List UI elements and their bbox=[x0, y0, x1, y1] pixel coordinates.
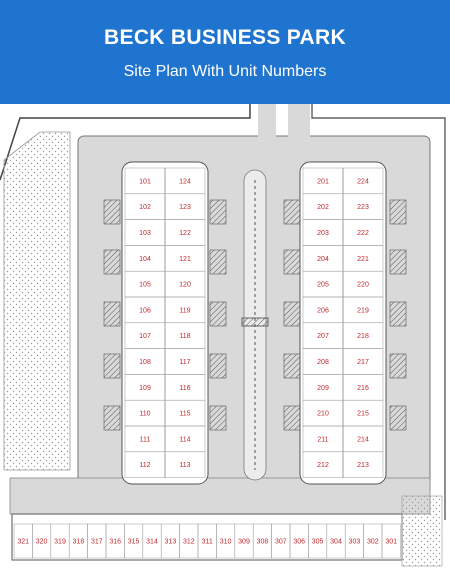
unit-number-207[interactable]: 207 bbox=[317, 333, 329, 340]
unit-number-220[interactable]: 220 bbox=[357, 282, 369, 289]
unit-number-112[interactable]: 112 bbox=[139, 462, 150, 469]
unit-number-320[interactable]: 320 bbox=[36, 539, 48, 546]
unit-number-321[interactable]: 321 bbox=[17, 539, 29, 546]
unit-number-211[interactable]: 211 bbox=[317, 436, 328, 443]
unit-number-206[interactable]: 206 bbox=[317, 307, 329, 314]
unit-number-103[interactable]: 103 bbox=[139, 230, 151, 237]
site-boundary-east bbox=[311, 104, 446, 520]
unit-number-117[interactable]: 117 bbox=[179, 359, 190, 366]
unit-number-302[interactable]: 302 bbox=[367, 539, 379, 546]
unit-number-109[interactable]: 109 bbox=[139, 385, 151, 392]
unit-number-306[interactable]: 306 bbox=[293, 539, 305, 546]
unit-number-104[interactable]: 104 bbox=[139, 256, 151, 263]
unit-number-318[interactable]: 318 bbox=[73, 539, 85, 546]
unit-number-319[interactable]: 319 bbox=[54, 539, 66, 546]
unit-number-121[interactable]: 121 bbox=[179, 256, 191, 263]
unit-number-119[interactable]: 119 bbox=[179, 307, 190, 314]
unit-number-122[interactable]: 122 bbox=[179, 230, 191, 237]
unit-number-202[interactable]: 202 bbox=[317, 204, 329, 211]
unit-number-313[interactable]: 313 bbox=[165, 539, 177, 546]
unit-number-210[interactable]: 210 bbox=[317, 411, 329, 418]
site-boundary bbox=[0, 104, 251, 181]
unit-number-209[interactable]: 209 bbox=[317, 385, 329, 392]
unit-cell bbox=[164, 451, 206, 478]
building-200-units: 201 202 203 204 205 206 207 208 209 210 211 212 224 2… bbox=[302, 167, 384, 478]
unit-number-308[interactable]: 308 bbox=[257, 539, 269, 546]
unit-number-213[interactable]: 213 bbox=[357, 462, 369, 469]
unit-number-217[interactable]: 217 bbox=[357, 359, 369, 366]
unit-number-301[interactable]: 301 bbox=[385, 539, 397, 546]
unit-number-314[interactable]: 314 bbox=[146, 539, 158, 546]
unit-number-212[interactable]: 212 bbox=[317, 462, 329, 469]
unit-number-305[interactable]: 305 bbox=[312, 539, 324, 546]
unit-number-315[interactable]: 315 bbox=[128, 539, 140, 546]
unit-number-208[interactable]: 208 bbox=[317, 359, 329, 366]
entry-drive-west bbox=[258, 104, 276, 144]
site-plan-map: 101 102 103 104 105 106 107 108 109 110 111 112 124 1… bbox=[0, 104, 446, 567]
unit-number-214[interactable]: 214 bbox=[357, 436, 369, 443]
unit-number-118[interactable]: 118 bbox=[179, 333, 190, 340]
unit-number-205[interactable]: 205 bbox=[317, 282, 329, 289]
unit-number-203[interactable]: 203 bbox=[317, 230, 329, 237]
unit-number-224[interactable]: 224 bbox=[357, 178, 369, 185]
unit-number-101[interactable]: 101 bbox=[139, 178, 151, 185]
unit-number-312[interactable]: 312 bbox=[183, 539, 195, 546]
unit-number-123[interactable]: 123 bbox=[179, 204, 191, 211]
building-100-units: 101 102 103 104 105 106 107 108 109 110 111 112 124 1… bbox=[124, 167, 206, 478]
unit-number-108[interactable]: 108 bbox=[139, 359, 151, 366]
unit-number-113[interactable]: 113 bbox=[179, 462, 190, 469]
landscape-islands bbox=[103, 199, 407, 431]
unit-number-316[interactable]: 316 bbox=[109, 539, 121, 546]
unit-cell bbox=[342, 451, 384, 478]
unit-number-116[interactable]: 116 bbox=[179, 385, 190, 392]
unit-number-218[interactable]: 218 bbox=[357, 333, 369, 340]
site-plan-subtitle: Site Plan With Unit Numbers bbox=[123, 63, 327, 80]
east-landscape-strip bbox=[401, 495, 443, 567]
unit-number-317[interactable]: 317 bbox=[91, 539, 103, 546]
unit-number-107[interactable]: 107 bbox=[139, 333, 151, 340]
unit-number-311[interactable]: 311 bbox=[202, 539, 213, 546]
center-island-marker bbox=[241, 317, 269, 327]
unit-number-120[interactable]: 120 bbox=[179, 282, 191, 289]
unit-number-201[interactable]: 201 bbox=[317, 178, 329, 185]
unit-number-223[interactable]: 223 bbox=[357, 204, 369, 211]
landscape-area bbox=[3, 131, 71, 471]
unit-number-102[interactable]: 102 bbox=[139, 204, 151, 211]
building-300-units: 321 320 319 318 317 316 315 314 313 312 311 310 309 3… bbox=[13, 523, 401, 559]
unit-number-114[interactable]: 114 bbox=[179, 436, 190, 443]
unit-number-215[interactable]: 215 bbox=[357, 411, 369, 418]
unit-number-310[interactable]: 310 bbox=[220, 539, 232, 546]
unit-number-309[interactable]: 309 bbox=[238, 539, 250, 546]
unit-number-222[interactable]: 222 bbox=[357, 230, 369, 237]
unit-number-304[interactable]: 304 bbox=[330, 539, 342, 546]
unit-number-204[interactable]: 204 bbox=[317, 256, 329, 263]
unit-number-303[interactable]: 303 bbox=[349, 539, 361, 546]
building-300 bbox=[11, 513, 403, 561]
entry-drive-east bbox=[288, 104, 310, 144]
unit-number-105[interactable]: 105 bbox=[139, 282, 151, 289]
unit-number-219[interactable]: 219 bbox=[357, 307, 369, 314]
site-plan-header: BECK BUSINESS PARK Site Plan With Unit N… bbox=[0, 0, 450, 104]
unit-cell bbox=[381, 523, 401, 559]
unit-number-124[interactable]: 124 bbox=[179, 178, 191, 185]
unit-number-221[interactable]: 221 bbox=[357, 256, 369, 263]
unit-number-216[interactable]: 216 bbox=[357, 385, 369, 392]
unit-number-110[interactable]: 110 bbox=[139, 411, 150, 418]
unit-number-106[interactable]: 106 bbox=[139, 307, 151, 314]
unit-number-111[interactable]: 111 bbox=[140, 436, 151, 443]
unit-number-115[interactable]: 115 bbox=[179, 411, 190, 418]
unit-number-307[interactable]: 307 bbox=[275, 539, 287, 546]
park-title: BECK BUSINESS PARK bbox=[104, 26, 346, 49]
